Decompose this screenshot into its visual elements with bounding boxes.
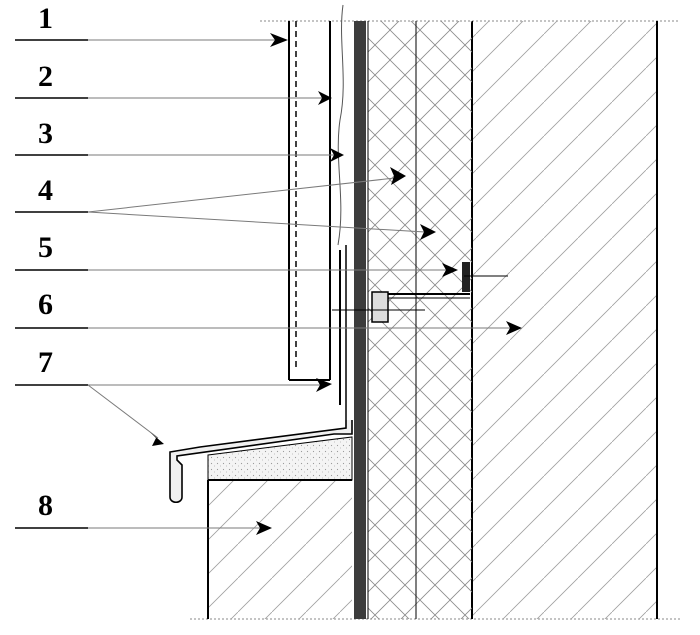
callout-8-label: 8 (38, 489, 53, 522)
callout-6-label: 6 (38, 288, 53, 321)
arrowheads (150, 33, 522, 535)
arrow-2 (318, 91, 332, 105)
callout-2-label: 2 (38, 60, 53, 93)
leader-lines (87, 39, 512, 529)
leader-4a (87, 177, 396, 213)
leader-7-diag (87, 384, 159, 439)
arrow-1 (270, 33, 288, 47)
arrow-4a (390, 167, 406, 185)
callout-5-label: 5 (38, 231, 53, 264)
arrow-4b (420, 224, 436, 240)
arrow-6 (506, 321, 522, 335)
arrow-3 (330, 148, 344, 162)
wall-bracket (332, 262, 508, 323)
leader-4b (87, 211, 426, 233)
arrow-7 (316, 378, 332, 392)
callout-4-label: 4 (38, 174, 53, 207)
callout-3-label: 3 (38, 117, 53, 150)
arrow-7-sill (150, 432, 164, 446)
structural-wall (471, 21, 658, 619)
facade-panel (288, 21, 331, 381)
callout-7-label: 7 (38, 346, 53, 379)
arrow-8 (256, 521, 272, 535)
sill-flashing (169, 420, 353, 504)
lower-masonry (207, 479, 352, 619)
callout-1-label: 1 (38, 2, 53, 35)
arrow-5 (442, 263, 458, 277)
callout-labels: 1 2 3 4 5 6 7 8 (15, 2, 88, 529)
membrane-strip (354, 21, 366, 619)
wind-barrier-line (337, 4, 344, 246)
